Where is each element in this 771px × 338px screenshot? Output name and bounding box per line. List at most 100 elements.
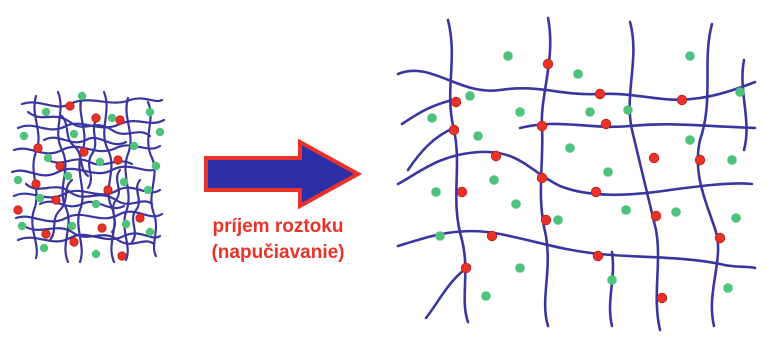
crosslink-point [591,187,601,197]
solvent-molecule [64,172,72,180]
solvent-molecule [144,186,152,194]
solvent-molecule [120,178,128,186]
crosslink-point [715,233,725,243]
crosslink-point [487,231,497,241]
crosslink-point [14,206,22,214]
solvent-molecule [585,107,595,117]
crosslink-point [449,125,459,135]
solvent-molecule [489,175,499,185]
dry-chain [88,120,96,188]
solvent-molecule [623,105,633,115]
crosslink-point [80,148,88,156]
crosslink-point [457,187,467,197]
solvent-molecule [473,131,483,141]
solvent-molecule [607,275,617,285]
solvent-molecule [96,158,104,166]
solvent-molecule [515,107,525,117]
solvent-molecule [152,162,160,170]
dry-chain [18,120,164,129]
swollen-chain [402,100,452,124]
solvent-molecule [14,176,22,184]
solvent-molecule [146,228,154,236]
crosslink-point [114,156,122,164]
solvent-molecule [621,205,631,215]
crosslink-point [56,162,64,170]
swollen-chain [398,231,755,268]
caption-line-1: príjem roztoku [188,214,368,240]
solvent-molecule [108,114,116,122]
solvent-molecule [44,154,52,162]
crosslink-point [677,95,687,105]
solvent-molecule [146,108,154,116]
swollen-chain [742,60,746,150]
crosslink-point [70,238,78,246]
crosslink-point [32,180,40,188]
caption-line-2: (napučiavanie) [188,240,368,266]
solvent-molecule [573,69,583,79]
crosslink-point [118,252,126,260]
crosslink-point [537,173,547,183]
solvent-molecule [503,51,513,61]
crosslink-point [42,230,50,238]
solvent-molecule [68,222,76,230]
crosslink-point [66,102,74,110]
dry-chain [32,96,38,258]
arrow-shape [206,142,358,206]
crosslink-point [92,114,100,122]
swollen-polymer-network [398,18,755,330]
solvent-molecule [553,215,563,225]
crosslink-point [98,224,106,232]
solvent-molecule [671,207,681,217]
solvent-molecule [427,113,437,123]
solvent-molecule [465,91,475,101]
crosslink-point [543,59,553,69]
swelling-arrow [206,142,358,206]
crosslink-point [34,144,42,152]
crosslink-point [461,263,471,273]
crosslink-point [651,211,661,221]
solvent-molecule [735,87,745,97]
solvent-molecule [78,92,86,100]
solvent-molecule [727,155,737,165]
swollen-chain [610,252,613,326]
solvent-molecule [685,51,695,61]
crosslink-point [537,121,547,131]
solvent-molecule [70,130,78,138]
solvent-molecule [20,132,28,140]
dry-chain [22,98,162,106]
solvent-molecule [565,143,575,153]
dry-network-chains [12,92,164,262]
solvent-molecule [685,135,695,145]
crosslink-point [601,119,611,129]
solvent-molecule [130,142,138,150]
solvent-molecule [42,108,50,116]
swollen-chain [698,24,718,326]
solvent-molecule [40,244,48,252]
solvent-molecule [511,199,521,209]
crosslink-point [491,151,501,161]
crosslink-point [657,293,667,303]
swollen-chain [630,22,660,330]
solvent-molecule [122,220,130,228]
crosslink-point [595,89,605,99]
solvent-molecule [156,128,164,136]
swelling-caption: príjem roztoku (napučiavanie) [188,214,368,266]
solvent-molecule [92,200,100,208]
solvent-molecule [515,263,525,273]
crosslink-point [104,186,112,194]
crosslink-point [593,251,603,261]
swollen-chain [520,124,755,128]
solvent-molecule [435,231,445,241]
crosslink-point [541,215,551,225]
crosslink-point [136,214,144,222]
swollen-chain [426,266,470,318]
crosslink-point [52,196,60,204]
solvent-molecule [431,187,441,197]
solvent-molecule [92,250,100,258]
crosslink-point [116,116,124,124]
solvent-molecule [731,213,741,223]
crosslink-point [649,153,659,163]
crosslink-point [695,155,705,165]
solvent-molecule [603,167,613,177]
